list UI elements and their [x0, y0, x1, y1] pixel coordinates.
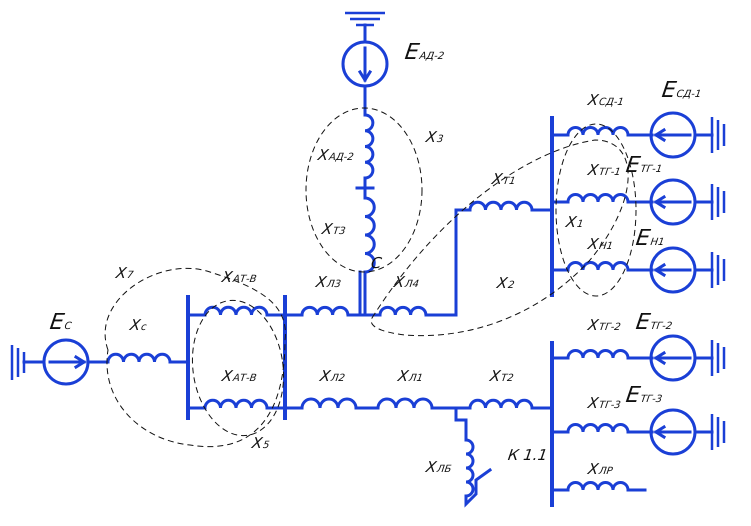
label-etg2: EТГ-2 [634, 310, 673, 335]
label-x3: X3 [424, 128, 445, 146]
label-xlr: XЛР [586, 460, 614, 478]
coil-xlb [465, 438, 475, 498]
coil-xl3 [300, 305, 350, 316]
coil-xtg3 [566, 423, 630, 433]
coil-xat-b-lower [203, 398, 269, 409]
reactance-coils [106, 113, 630, 498]
label-xtg1: XТГ-1 [586, 161, 622, 179]
source-ead2 [341, 11, 389, 117]
label-node-c: C [369, 254, 383, 272]
source-etg3 [649, 408, 726, 456]
label-x1: X1 [564, 213, 585, 231]
coil-xsd1 [566, 126, 630, 136]
label-x2: X2 [495, 274, 516, 292]
label-xn1: XН1 [586, 235, 614, 253]
coil-xt1 [468, 200, 534, 211]
coil-xl4 [378, 305, 428, 316]
label-xt1: XТ1 [490, 170, 517, 188]
coil-xtg1 [566, 193, 630, 203]
label-ead2: EАД-2 [403, 40, 445, 65]
label-esd1: EСД-1 [660, 78, 702, 103]
label-x7: X7 [114, 264, 135, 282]
label-xsd1: XСД-1 [586, 91, 625, 109]
label-xtg2: XТГ-2 [586, 316, 622, 334]
label-xl1: XЛ1 [396, 367, 424, 385]
source-ec [10, 338, 110, 386]
label-xt2: XТ2 [488, 367, 515, 385]
label-xc: Xс [128, 316, 148, 334]
label-xat-b-upper: XАТ-В [220, 268, 258, 286]
coil-xad2 [364, 113, 375, 180]
wires [168, 133, 654, 508]
coil-xl1 [376, 397, 434, 409]
label-xlb: XЛБ [424, 458, 453, 476]
coil-xt2 [468, 398, 534, 409]
label-etg1: EТГ-1 [624, 153, 663, 178]
source-etg2 [649, 334, 726, 382]
label-xl2: XЛ2 [318, 367, 346, 385]
label-x5: X5 [250, 434, 271, 452]
label-xt3: XТ3 [320, 220, 347, 238]
coil-xlr [566, 481, 630, 491]
label-etg3: EТГ-3 [624, 383, 663, 408]
source-etg1 [649, 178, 726, 226]
label-k11: К 1.1 [506, 446, 549, 464]
label-en1: EН1 [634, 226, 666, 251]
coil-xtg2 [566, 349, 630, 359]
coil-xn1 [566, 261, 630, 271]
label-xtg3: XТГ-3 [586, 394, 622, 412]
source-en1 [649, 246, 726, 294]
label-xat-b-lower: XАТ-В [220, 367, 258, 385]
label-xad2: XАД-2 [316, 146, 355, 164]
label-xl3: XЛ3 [314, 273, 342, 291]
coil-xl2 [300, 397, 358, 409]
coil-xt3 [364, 196, 376, 274]
label-xl4: XЛ4 [392, 273, 420, 291]
coil-xat-b-upper [203, 305, 269, 316]
label-ec: EС [48, 310, 73, 335]
dashed-groupings [104, 107, 637, 448]
coil-xc [106, 352, 172, 363]
source-esd1 [649, 111, 726, 159]
